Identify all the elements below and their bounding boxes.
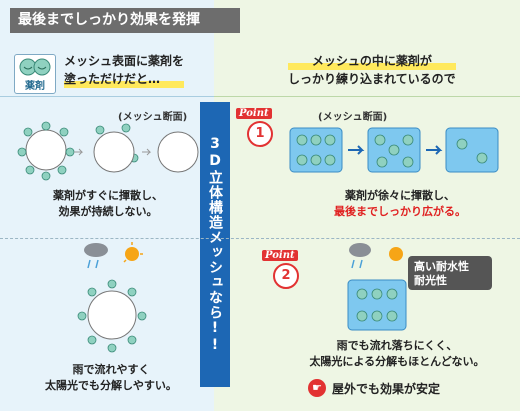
point-1-number: 1: [247, 121, 273, 147]
pointer-icon: ☛: [308, 379, 326, 397]
durability-badge: 高い耐水性 耐光性: [408, 256, 492, 290]
stable-note-text: 屋外でも効果が安定: [332, 381, 441, 396]
right-top-caption-line2: 最後までしっかり広がる。: [334, 205, 466, 218]
left-header-line2: 塗っただけだと…: [64, 70, 185, 88]
point-2-tag: Point: [262, 250, 298, 261]
drug-face-icon: [19, 58, 51, 76]
right-top-caption: 薬剤が徐々に揮散し、 最後までしっかり広がる。: [300, 188, 500, 220]
left-header-line1: メッシュ表面に薬剤を: [64, 54, 185, 68]
durable-mesh-block: [347, 279, 407, 331]
point-1-tag: Point: [236, 108, 272, 119]
embedded-drug-diagram: [289, 127, 499, 173]
rain-sun-icon-right: [349, 243, 403, 269]
section-divider: [0, 238, 520, 239]
durability-line2: 耐光性: [414, 274, 447, 287]
left-header: 薬剤 メッシュ表面に薬剤を 塗っただけだと…: [0, 40, 214, 97]
right-bottom-caption: 雨でも流れ落ちにくく、 太陽光による分解もほとんどない。: [286, 338, 508, 370]
center-banner: 3D立体構造メッシュなら!!: [200, 102, 230, 387]
left-header-text: メッシュ表面に薬剤を 塗っただけだと…: [64, 52, 185, 88]
rain-washed-sphere: [77, 279, 147, 353]
mesh-section-label-left: (メッシュ断面): [118, 112, 188, 123]
right-top-caption-line1: 薬剤が徐々に揮散し、: [345, 189, 455, 202]
right-header-line1: メッシュの中に薬剤が: [288, 52, 456, 70]
drug-badge-label: 薬剤: [25, 81, 45, 92]
left-bottom-caption-line1: 雨で流れやすく: [72, 363, 150, 376]
surface-coating-diagram: [17, 121, 199, 181]
drug-badge: 薬剤: [14, 54, 56, 94]
right-header-text: メッシュの中に薬剤が しっかり練り込まれているので: [288, 52, 456, 88]
left-top-caption-line2: 効果が持続しない。: [58, 205, 158, 218]
stable-note: ☛ 屋外でも効果が安定: [308, 379, 440, 397]
durability-line1: 高い耐水性: [414, 260, 469, 273]
left-bottom-caption: 雨で流れやすく 太陽光でも分解しやすい。: [26, 362, 196, 394]
left-top-caption: 薬剤がすぐに揮散し、 効果が持続しない。: [28, 188, 188, 220]
right-header: メッシュの中に薬剤が しっかり練り込まれているので: [214, 40, 520, 97]
right-bottom-caption-line1: 雨でも流れ落ちにくく、: [336, 339, 458, 352]
mesh-section-label-right: (メッシュ断面): [318, 112, 388, 123]
page-title: 最後までしっかり効果を発揮: [10, 8, 240, 33]
left-top-caption-line1: 薬剤がすぐに揮散し、: [53, 189, 163, 202]
right-header-line2: しっかり練り込まれているので: [288, 72, 456, 86]
left-bottom-caption-line2: 太陽光でも分解しやすい。: [45, 379, 177, 392]
rain-sun-icon: [84, 242, 143, 269]
right-bottom-caption-line2: 太陽光による分解もほとんどない。: [309, 355, 485, 368]
point-2-badge: Point 2: [262, 250, 300, 289]
point-1-badge: Point 1: [236, 108, 274, 147]
point-2-number: 2: [273, 263, 299, 289]
